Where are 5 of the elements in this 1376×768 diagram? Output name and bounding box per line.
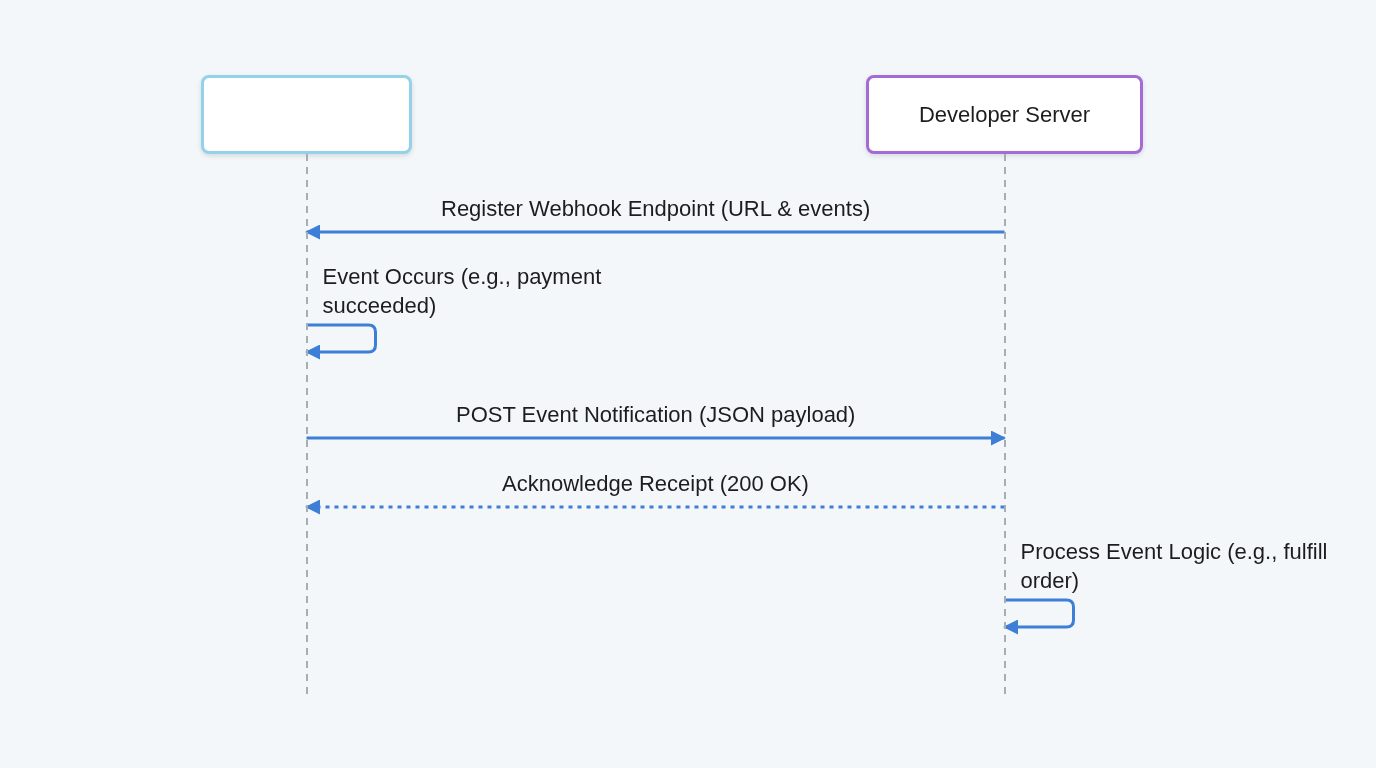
message-arrow — [305, 499, 1005, 515]
self-message-arrow — [1003, 598, 1075, 635]
self-message-arrow — [305, 323, 377, 360]
message-arrow — [306, 430, 1006, 446]
message-arrow — [305, 224, 1005, 240]
